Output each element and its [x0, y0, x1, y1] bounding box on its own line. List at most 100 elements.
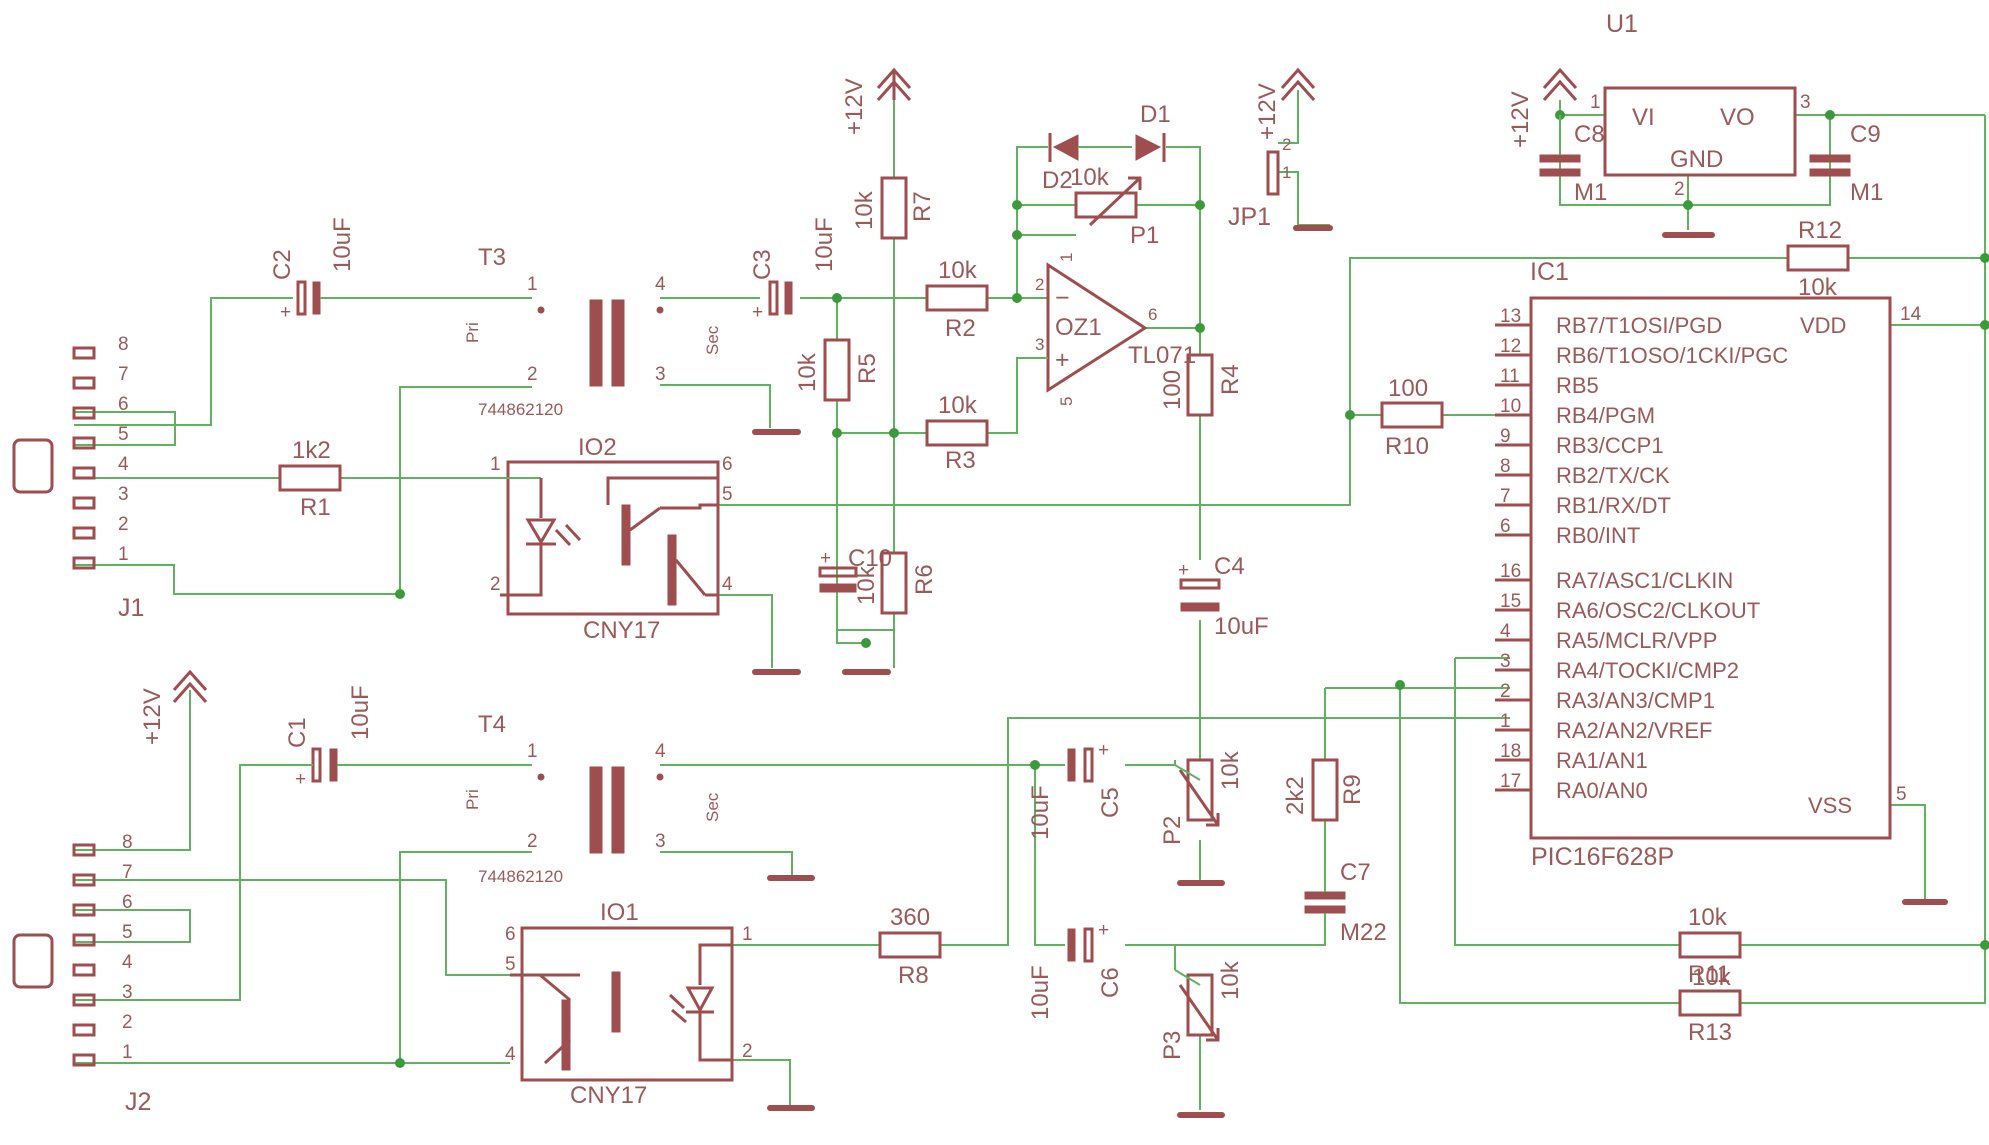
svg-text:10k: 10k	[1217, 750, 1244, 790]
svg-text:1k2: 1k2	[292, 437, 331, 464]
svg-text:2: 2	[118, 514, 129, 535]
svg-text:3: 3	[1035, 335, 1044, 354]
resistor-r8: 360 R8	[878, 904, 942, 989]
svg-text:10k: 10k	[851, 190, 878, 230]
svg-text:+12V: +12V	[139, 688, 166, 745]
connector-j2: 8 7 6 5 4 3 2 1 J2	[12, 832, 151, 1116]
mcu-pin-number: 7	[1500, 486, 1511, 507]
svg-text:5: 5	[122, 922, 133, 943]
svg-text:14: 14	[1900, 304, 1922, 325]
svg-text:P2: P2	[1159, 816, 1186, 845]
mcu-pin-name: RB3/CCP1	[1556, 433, 1664, 458]
svg-text:+: +	[1178, 560, 1189, 581]
mcu-pin-number: 18	[1500, 741, 1521, 762]
svg-text:R7: R7	[909, 191, 936, 222]
svg-text:2: 2	[527, 364, 538, 385]
resistor-r6: 10k R6	[853, 551, 938, 615]
capacitor-c4: + C4 10uF	[1178, 553, 1269, 640]
svg-text:1: 1	[527, 741, 538, 762]
mcu-pin-name: RB0/INT	[1556, 523, 1640, 548]
svg-text:1: 1	[490, 454, 501, 475]
svg-text:4: 4	[122, 952, 133, 973]
mcu-pin-name: RA3/AN3/CMP1	[1556, 688, 1715, 713]
svg-text:10uF: 10uF	[1027, 965, 1054, 1020]
mcu-pin-name: RB1/RX/DT	[1556, 493, 1671, 518]
svg-text:Pri: Pri	[463, 322, 482, 343]
svg-text:4: 4	[655, 741, 666, 762]
svg-text:PIC16F628P: PIC16F628P	[1531, 843, 1674, 871]
svg-text:C10: C10	[848, 545, 892, 572]
svg-text:GND: GND	[1670, 146, 1723, 173]
svg-text:M1: M1	[1850, 179, 1883, 206]
mcu-pin-name: RB4/PGM	[1556, 403, 1655, 428]
mcu-pin-number: 15	[1500, 591, 1521, 612]
j1-ref: J1	[118, 594, 144, 622]
mcu-pin-name: RA5/MCLR/VPP	[1556, 628, 1717, 653]
resistor-r13: 10k R13	[1678, 964, 1742, 1046]
svg-text:1: 1	[1590, 92, 1601, 113]
resistor-r7: 10k R7	[851, 176, 936, 240]
svg-text:2: 2	[742, 1041, 753, 1062]
junction-dots	[395, 110, 1989, 1068]
svg-text:4: 4	[118, 454, 129, 475]
svg-text:4: 4	[505, 1044, 516, 1065]
svg-text:R13: R13	[1688, 1019, 1732, 1046]
j2-ref: J2	[125, 1088, 151, 1116]
svg-text:2: 2	[122, 1012, 133, 1033]
svg-text:P1: P1	[1130, 222, 1159, 249]
svg-text:C7: C7	[1340, 859, 1371, 886]
svg-text:744862120: 744862120	[478, 400, 563, 419]
svg-text:+12V: +12V	[841, 78, 868, 135]
svg-text:2: 2	[1282, 135, 1291, 154]
mcu-pin-number: 1	[1500, 711, 1511, 732]
svg-text:2: 2	[490, 574, 501, 595]
svg-text:7: 7	[118, 364, 129, 385]
svg-text:T4: T4	[478, 711, 506, 738]
svg-text:OZ1: OZ1	[1055, 314, 1102, 341]
svg-text:2: 2	[1035, 275, 1044, 294]
svg-text:T3: T3	[478, 244, 506, 271]
svg-text:3: 3	[655, 831, 666, 852]
capacitor-c1: + C1 10uF	[284, 685, 374, 790]
svg-text:M22: M22	[1340, 919, 1387, 946]
mcu-pin-number: 13	[1500, 306, 1521, 327]
svg-text:6: 6	[505, 924, 516, 945]
mcu-pin-number: 4	[1500, 621, 1511, 642]
mcu-pin-name: RB7/T1OSI/PGD	[1556, 313, 1722, 338]
svg-text:R2: R2	[945, 315, 976, 342]
mcu-pin-name: RB6/T1OSO/1CKI/PGC	[1556, 343, 1788, 368]
svg-text:10uF: 10uF	[1027, 785, 1054, 840]
svg-text:Sec: Sec	[703, 792, 722, 822]
resistor-r5: 10k R5	[794, 338, 881, 402]
svg-text:5: 5	[505, 954, 516, 975]
capacitor-c3: + C3 10uF	[749, 217, 838, 323]
svg-text:R11: R11	[1688, 961, 1730, 988]
mcu-pin-name: RB2/TX/CK	[1556, 463, 1670, 488]
supply-12v-jp1: +12V	[1254, 67, 1316, 140]
resistor-r12: R12 10k	[1786, 217, 1850, 301]
svg-text:R1: R1	[300, 494, 331, 521]
svg-text:C4: C4	[1214, 553, 1245, 580]
svg-text:10k: 10k	[1688, 904, 1728, 931]
ground-symbols	[752, 225, 1948, 1118]
svg-text:6: 6	[122, 892, 133, 913]
svg-text:TL071: TL071	[1128, 342, 1196, 369]
regulator-u1: U1 VI VO GND 1 3 2	[1590, 10, 1811, 200]
mcu-pin-number: 6	[1500, 516, 1511, 537]
supply-12v-u1: +12V	[1507, 67, 1578, 148]
svg-text:8: 8	[118, 334, 129, 355]
svg-text:5: 5	[1896, 784, 1907, 805]
potentiometer-p2: 10k P2	[1159, 750, 1244, 845]
svg-text:1: 1	[118, 544, 129, 565]
svg-text:C8: C8	[1574, 121, 1605, 148]
svg-text:2: 2	[1674, 179, 1685, 200]
svg-text:1: 1	[742, 924, 753, 945]
supply-12v-r7: +12V	[841, 67, 912, 135]
potentiometer-p3: 10k P3	[1159, 960, 1244, 1060]
svg-text:VO: VO	[1720, 104, 1755, 131]
svg-text:10k: 10k	[853, 565, 880, 605]
svg-text:6: 6	[118, 394, 129, 415]
svg-text:C9: C9	[1850, 121, 1881, 148]
resistor-r9: 2k2 R9	[1282, 758, 1366, 822]
